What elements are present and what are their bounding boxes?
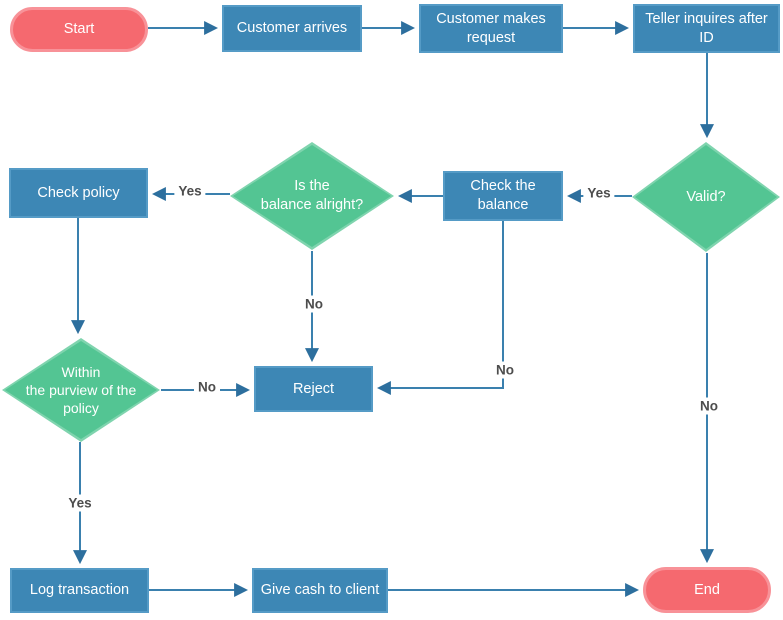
terminator-start[interactable]: Start <box>10 7 148 52</box>
process-check-policy[interactable]: Check policy <box>9 168 148 218</box>
node-label: Check policy <box>37 184 120 201</box>
node-label: Valid? <box>686 188 726 205</box>
node-label: Log transaction <box>29 582 130 599</box>
edge-label-balance-yes: Yes <box>174 182 206 200</box>
process-customer-arrives[interactable]: Customer arrives <box>222 5 362 52</box>
node-label: Teller inquires after ID <box>645 10 768 46</box>
node-label: Start <box>63 21 95 38</box>
node-label: Is the balance alright? <box>260 178 364 213</box>
node-label: Customer arrives <box>236 20 348 37</box>
process-give-cash[interactable]: Give cash to client <box>252 568 388 613</box>
node-label: Customer makes request <box>436 10 546 46</box>
decision-valid[interactable]: Valid? <box>632 142 780 252</box>
decision-within-purview[interactable]: Within the purview of the policy <box>2 338 160 442</box>
edge-label-check-balance-no: No <box>492 361 518 379</box>
node-label: End <box>694 581 720 598</box>
node-label: Check the balance <box>470 178 536 213</box>
process-check-the-balance[interactable]: Check the balance <box>443 171 563 221</box>
edge-label-balance-no: No <box>301 295 327 313</box>
process-reject[interactable]: Reject <box>254 366 373 412</box>
node-label: Give cash to client <box>260 582 380 599</box>
node-label: Within the purview of the policy <box>25 363 137 417</box>
decision-balance-alright[interactable]: Is the balance alright? <box>230 142 394 250</box>
edge-label-valid-no: No <box>696 397 722 415</box>
node-label: Reject <box>292 380 335 397</box>
edge-label-purview-yes: Yes <box>64 494 96 512</box>
edge-label-purview-no: No <box>194 378 220 396</box>
terminator-end[interactable]: End <box>643 567 771 613</box>
process-log-transaction[interactable]: Log transaction <box>10 568 149 613</box>
process-customer-makes-request[interactable]: Customer makes request <box>419 4 563 53</box>
connector-check-balance-no-to-reject <box>376 221 504 395</box>
process-teller-inquires[interactable]: Teller inquires after ID <box>633 4 780 53</box>
edge-label-valid-yes: Yes <box>583 184 615 202</box>
